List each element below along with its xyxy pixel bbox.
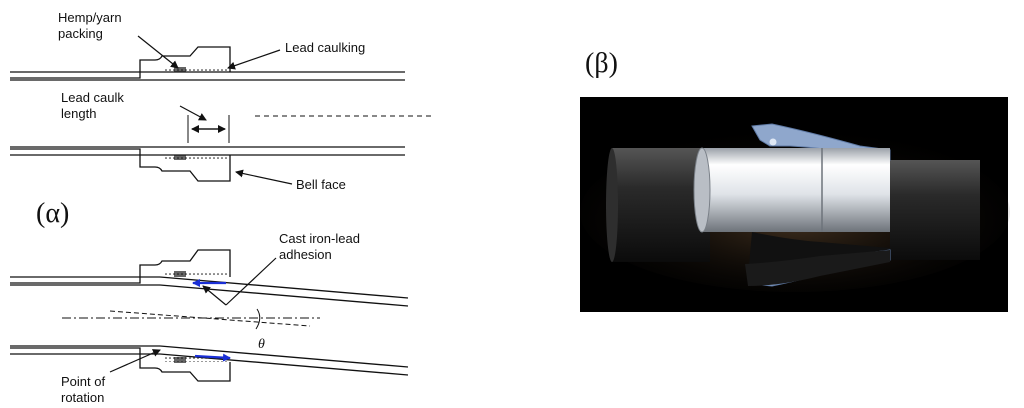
label-lead-caulking: Lead caulking — [285, 40, 365, 55]
label-caulk-length-2: length — [61, 106, 96, 121]
joint-photo — [580, 97, 1010, 312]
caulk-length-dimension — [187, 115, 230, 143]
spigot-end — [693, 147, 711, 233]
label-bell-face: Bell face — [296, 177, 346, 192]
label-hemp-1: Hemp/yarn — [58, 10, 122, 25]
joint-straight-bottom — [10, 146, 405, 182]
rotation-angle-lines — [62, 308, 320, 330]
label-theta: θ — [258, 337, 265, 352]
label-rotation-2: rotation — [61, 390, 104, 405]
spigot-silver — [700, 148, 890, 232]
joint-straight-top — [10, 46, 405, 81]
panel-alpha — [10, 35, 435, 382]
label-hemp-2: packing — [58, 26, 103, 41]
label-adhesion-1: Cast iron-lead — [279, 231, 360, 246]
pipe-left — [607, 148, 710, 262]
leader-lines — [109, 35, 293, 373]
joint-deflected-top — [10, 249, 409, 307]
gasket-bead-upper — [769, 138, 777, 146]
alpha-labels: Hemp/yarn packing Lead caulking Lead cau… — [36, 10, 365, 405]
joint-deflected-bottom — [10, 345, 409, 382]
pipe-left-end — [606, 148, 618, 262]
panel-beta-label: (β) — [585, 48, 618, 79]
rotation-arrow-blue — [194, 353, 231, 362]
pipe-right — [890, 160, 980, 260]
label-caulk-length-1: Lead caulk — [61, 90, 124, 105]
panel-alpha-label: (α) — [36, 198, 69, 229]
label-rotation-1: Point of — [61, 374, 105, 389]
label-adhesion-2: adhesion — [279, 247, 332, 262]
bell-bulge — [745, 250, 890, 286]
